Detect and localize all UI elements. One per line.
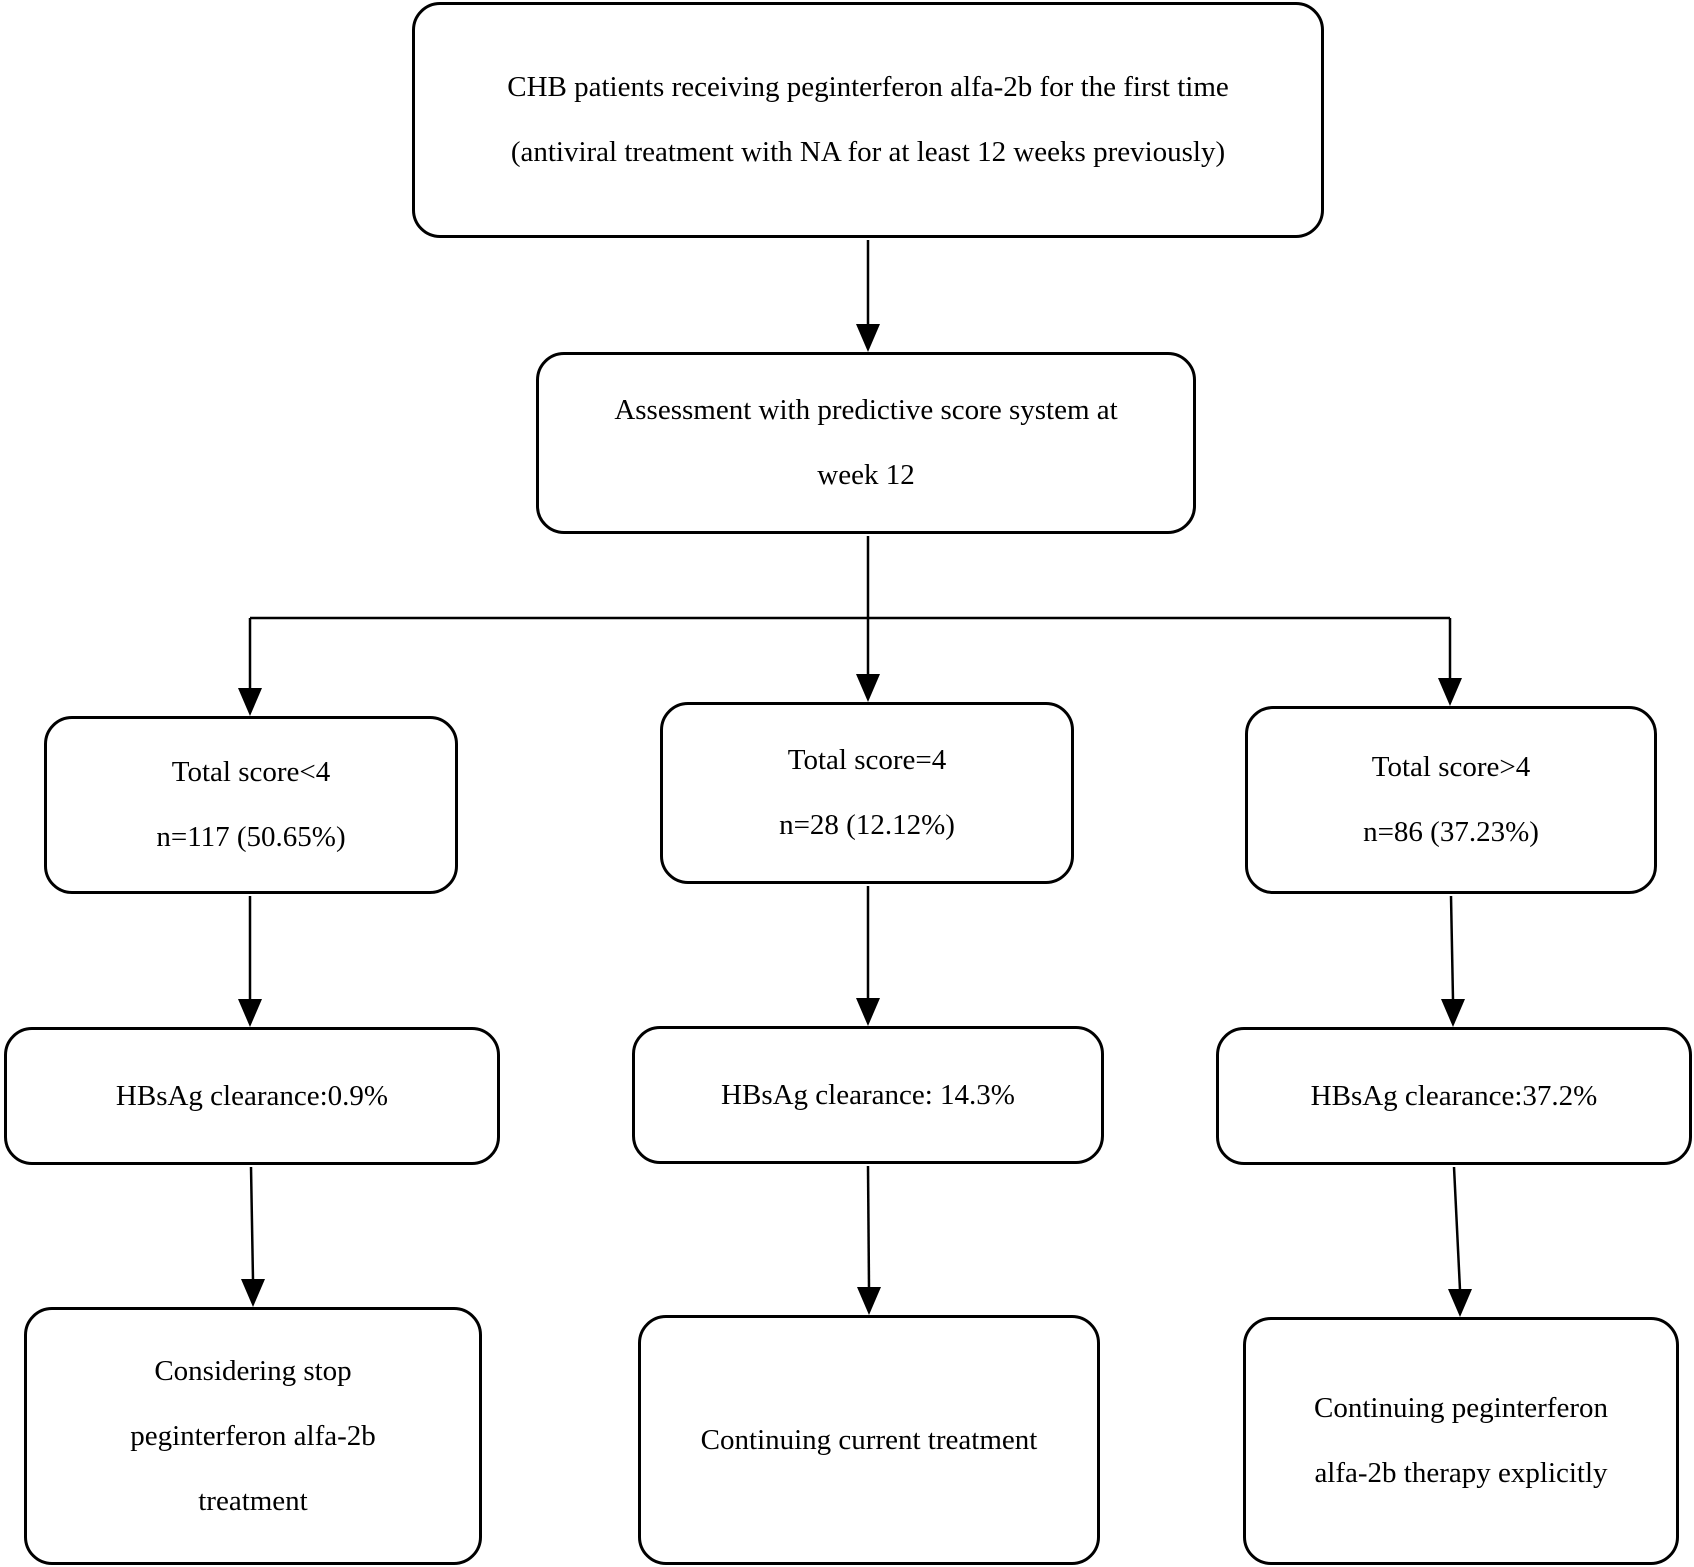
- node-start-line-2: (antiviral treatment with NA for at leas…: [510, 136, 1226, 168]
- arrow-high-to-clearance: [1449, 895, 1455, 1001]
- node-start-line-1: CHB patients receiving peginterferon alf…: [507, 71, 1229, 103]
- node-clearance-mid-text: HBsAg clearance: 14.3%: [721, 1078, 1015, 1111]
- node-score-high-count: n=86 (37.23%): [1363, 816, 1539, 848]
- node-clearance-mid: HBsAg clearance: 14.3%: [632, 1026, 1104, 1164]
- node-score-mid-count: n=28 (12.12%): [779, 809, 955, 841]
- node-action-high: Continuing peginterferon alfa-2b therapy…: [1243, 1317, 1679, 1565]
- arrowhead-clearance-high: [1441, 999, 1465, 1027]
- node-score-low-count: n=117 (50.65%): [156, 821, 346, 853]
- node-action-mid: Continuing current treatment: [638, 1315, 1100, 1565]
- arrowhead-high: [1438, 678, 1462, 706]
- node-score-high-label: Total score>4: [1371, 751, 1531, 783]
- node-clearance-high: HBsAg clearance:37.2%: [1216, 1027, 1692, 1165]
- node-score-low: Total score<4 n=117 (50.65%): [44, 716, 458, 894]
- node-action-high-line-2: alfa-2b therapy explicitly: [1314, 1457, 1608, 1489]
- node-score-mid-label: Total score=4: [787, 744, 947, 776]
- arrowhead-clearance-mid: [856, 998, 880, 1026]
- node-assessment-line-2: week 12: [817, 459, 915, 491]
- node-action-low-line-1: Considering stop: [154, 1354, 352, 1387]
- arrow-clearance-to-action-low: [249, 1166, 255, 1281]
- node-score-high: Total score>4 n=86 (37.23%): [1245, 706, 1657, 894]
- arrowhead-low: [238, 688, 262, 716]
- node-clearance-low-text: HBsAg clearance:0.9%: [115, 1079, 389, 1112]
- node-action-low-line-2: peginterferon alfa-2b: [130, 1419, 376, 1452]
- arrowhead-action-mid: [857, 1287, 881, 1315]
- node-action-mid-text: Continuing current treatment: [700, 1423, 1038, 1456]
- arrowhead-action-high: [1448, 1289, 1472, 1317]
- arrow-clearance-to-action-mid: [866, 1165, 871, 1289]
- arrow-clearance-to-action-high: [1452, 1166, 1462, 1291]
- node-action-low-line-3: treatment: [198, 1484, 308, 1517]
- node-assessment: Assessment with predictive score system …: [536, 352, 1196, 534]
- arrowhead-assessment: [856, 324, 880, 352]
- node-score-mid: Total score=4 n=28 (12.12%): [660, 702, 1074, 884]
- node-clearance-low: HBsAg clearance:0.9%: [4, 1027, 500, 1165]
- node-action-high-line-1: Continuing peginterferon: [1314, 1392, 1608, 1424]
- node-clearance-high-text: HBsAg clearance:37.2%: [1310, 1079, 1598, 1112]
- node-start-patients: CHB patients receiving peginterferon alf…: [412, 2, 1324, 238]
- arrowhead-clearance-low: [238, 999, 262, 1027]
- node-assessment-line-1: Assessment with predictive score system …: [614, 394, 1118, 426]
- node-action-low: Considering stop peginterferon alfa-2b t…: [24, 1307, 482, 1565]
- arrowhead-action-low: [241, 1279, 265, 1307]
- arrowhead-mid: [856, 674, 880, 702]
- node-score-low-label: Total score<4: [171, 756, 331, 788]
